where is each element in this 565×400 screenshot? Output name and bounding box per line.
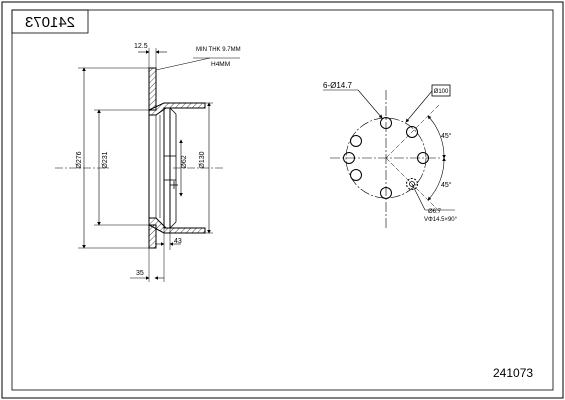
bolt-hole-callout: 6-Ø14.7 xyxy=(323,81,352,90)
dim-35: 35 xyxy=(136,270,144,277)
height-note: H4MM xyxy=(211,61,230,68)
front-view: 6-Ø14.7 Ø100 45° 45° Ø6.7 VΦ14.5×90° xyxy=(323,81,458,228)
dim-outer-diameter: Ø276 xyxy=(76,151,83,168)
bolt-hole xyxy=(380,117,392,129)
bolt-hole xyxy=(350,169,362,181)
mirrored-part-number: 241073 xyxy=(25,14,75,31)
dim-43: 43 xyxy=(174,238,182,245)
small-hole-callout: Ø6.7 xyxy=(428,209,442,215)
bolt-hole xyxy=(380,187,392,199)
bolt-hole xyxy=(350,135,362,147)
hub-face xyxy=(163,107,171,229)
bolt-hole xyxy=(343,152,355,164)
part-number-box xyxy=(11,9,89,34)
dim-diameter-130: Ø130 xyxy=(199,151,206,168)
min-thickness-note: MIN THK 9.7MM xyxy=(196,47,241,53)
disc-flange-top xyxy=(148,67,157,111)
small-hole-inner xyxy=(409,181,415,187)
title-block-number: 241073 xyxy=(493,366,533,380)
bolt-hole xyxy=(406,126,418,138)
section-view: Ø276 Ø231 Ø62 Ø130 12.5 MIN THK 9.7MM H4… xyxy=(55,43,241,282)
hat-bottom xyxy=(148,217,206,234)
pcd-label: Ø100 xyxy=(434,89,449,95)
small-hole xyxy=(406,178,418,190)
dim-hub-diameter: Ø62 xyxy=(181,155,188,168)
dim-diameter-231: Ø231 xyxy=(102,151,109,168)
hat-top xyxy=(148,102,206,116)
angle-bottom: 45° xyxy=(441,181,452,189)
angle-top: 45° xyxy=(441,132,452,140)
small-hole-spec: VΦ14.5×90° xyxy=(424,217,458,223)
pcd-box xyxy=(431,84,451,97)
dim-thickness: 12.5 xyxy=(134,43,148,50)
inner-frame xyxy=(11,9,554,391)
